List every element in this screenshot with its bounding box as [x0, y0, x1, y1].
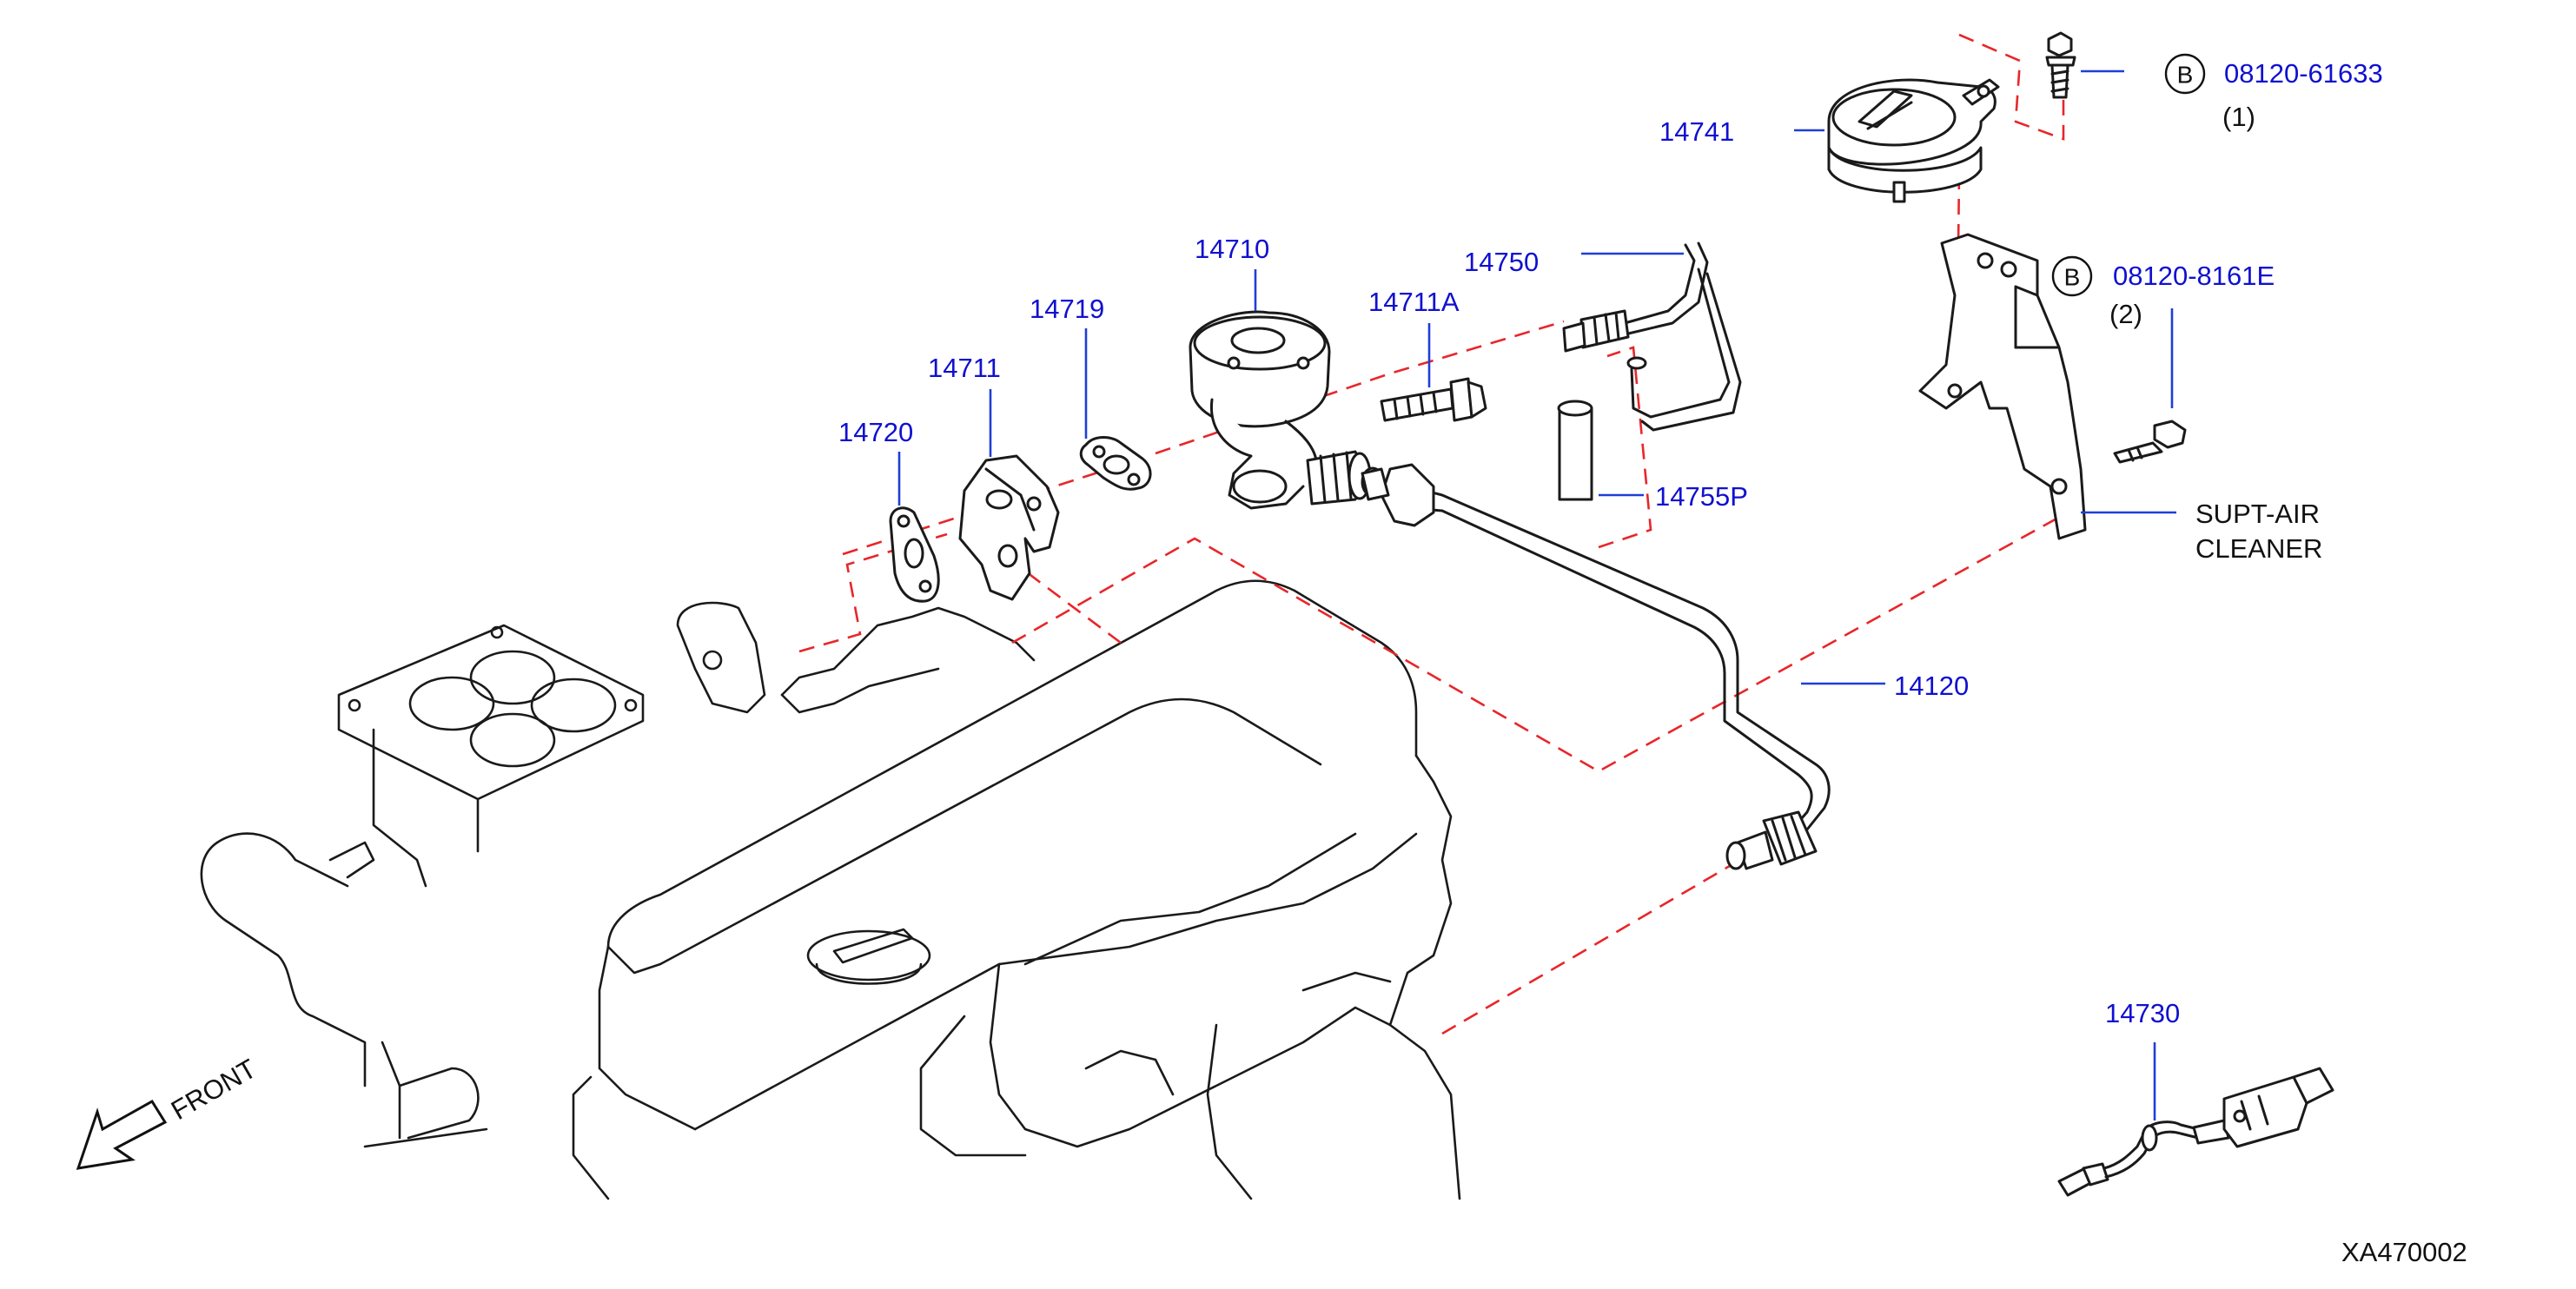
label-14710: 14710: [1195, 234, 1269, 264]
part-14711-adapter: [958, 454, 1060, 601]
front-direction-indicator: FRONT: [76, 1053, 262, 1170]
label-14741: 14741: [1659, 116, 1734, 147]
label-supt-air-line2: CLEANER: [2195, 533, 2322, 564]
part-14120-egr-tube: [1361, 463, 1831, 870]
bolt-08120-61633: [2045, 31, 2076, 99]
part-14730-sensor: [2057, 1067, 2334, 1197]
bolt-symbol-circle-1: [2164, 53, 2206, 95]
label-14711A: 14711A: [1368, 287, 1460, 317]
part-number-labels: 14741 14710 14750 14711A 14719 14711 147…: [838, 53, 2467, 1267]
part-14750-pipe: [1562, 241, 1742, 432]
part-14741-egr-control-valve: [1827, 78, 2000, 203]
label-supt-air-line1: SUPT-AIR: [2195, 499, 2320, 529]
label-14755P: 14755P: [1655, 481, 1748, 512]
part-14711A-bolt: [1380, 377, 1487, 422]
bolt-symbol-circle-2: [2051, 255, 2093, 297]
label-14730: 14730: [2105, 998, 2180, 1028]
supt-air-cleaner-bracket: [1918, 233, 2087, 540]
diagram-code: XA470002: [2341, 1237, 2467, 1267]
leader-lines: [897, 69, 2176, 1120]
bolt-symbol-1: B: [2177, 62, 2194, 89]
front-arrow-icon: [76, 1099, 168, 1170]
label-14750: 14750: [1464, 247, 1539, 277]
part-14720-gasket: [889, 506, 940, 603]
label-14711: 14711: [928, 353, 1001, 383]
part-14710-egr-valve: [1189, 310, 1372, 510]
label-front: FRONT: [166, 1053, 262, 1126]
qty-bolt-2: (2): [2109, 299, 2142, 329]
label-08120-8161E: 08120-8161E: [2113, 261, 2275, 291]
part-14755P-hose: [1557, 400, 1593, 501]
bolt-symbol-2: B: [2064, 264, 2081, 291]
qty-bolt-1: (1): [2222, 102, 2255, 132]
label-08120-61633: 08120-61633: [2224, 58, 2383, 89]
label-14719: 14719: [1030, 294, 1104, 324]
part-14719-gasket: [1079, 436, 1152, 491]
bolt-08120-8161E: [2113, 420, 2187, 464]
label-14720: 14720: [838, 417, 913, 447]
label-14120: 14120: [1894, 671, 1969, 701]
engine-block-outline: [200, 579, 1461, 1200]
